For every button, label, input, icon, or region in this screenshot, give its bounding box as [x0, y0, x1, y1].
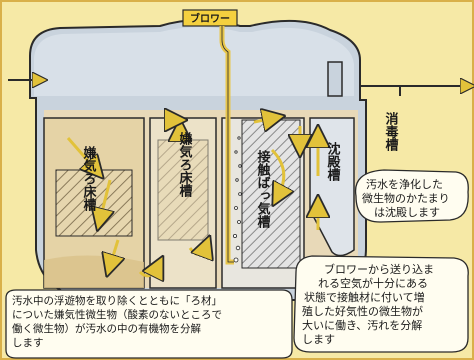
label-contact-aeration-text: 接触ばっ気槽	[255, 149, 272, 229]
label-disinfection-text: 消毒槽	[383, 111, 399, 152]
flow-arrows	[66, 118, 318, 276]
callout-br-line-5: 大いに働き、汚れを分解	[302, 318, 422, 332]
outlet-pipe	[360, 85, 401, 96]
filter-media-2	[157, 139, 209, 241]
tank-lid	[34, 27, 354, 96]
label-contact-aeration: 接触ばっ気槽	[255, 149, 272, 229]
callout-br-line-6: します	[302, 333, 335, 346]
label-disinfection: 消毒槽	[383, 111, 399, 152]
callout-br-line-3: 状態で接触材に付いて増	[304, 290, 425, 304]
label-sedimentation: 沈殿槽	[325, 141, 342, 182]
label-anaerobic-1-text: 嫌気ろ床槽	[81, 145, 98, 212]
label-anaerobic-1: 嫌気ろ床槽	[81, 145, 98, 212]
blower-label: ブロワー	[190, 12, 230, 25]
label-anaerobic-2: 嫌気ろ床槽	[177, 131, 194, 198]
callout-bl-line-3: 働く微生物）が汚水の中の有機物を分解	[12, 322, 201, 335]
label-anaerobic-2-text: 嫌気ろ床槽	[177, 131, 194, 198]
air-bubbles	[232, 136, 242, 263]
disinfection-unit	[327, 61, 343, 97]
callout-bl-line-4: します	[12, 337, 44, 349]
callout-right-middle	[354, 169, 469, 223]
callout-right-line-3: は沈殿します	[374, 205, 440, 219]
callout-right-line-2: 微生物のかたまり	[362, 191, 450, 205]
callout-bl-line-1: 汚水中の浮遊物を取り除くとともに「ろ材」	[12, 294, 222, 307]
sludge-1	[44, 255, 144, 288]
callout-br-line-4: 殖した好気性の微生物が	[302, 304, 423, 318]
air-pipe-outline	[221, 26, 234, 263]
callout-br-line-2: れる空気が十分にある	[318, 276, 428, 290]
contact-media	[241, 119, 301, 269]
callout-bottom-right	[293, 255, 469, 353]
callout-br-line-1: ブロワーから送り込ま	[324, 262, 434, 276]
callout-bottom-left	[5, 289, 293, 359]
callout-bl-line-2: についた嫌気性微生物（酸素のないところで	[12, 308, 222, 321]
callout-right-line-1: 汚水を浄化した	[366, 177, 443, 191]
chamber-sedimentation	[309, 117, 355, 257]
blower-box	[182, 9, 238, 27]
label-sedimentation-text: 沈殿槽	[325, 141, 342, 182]
